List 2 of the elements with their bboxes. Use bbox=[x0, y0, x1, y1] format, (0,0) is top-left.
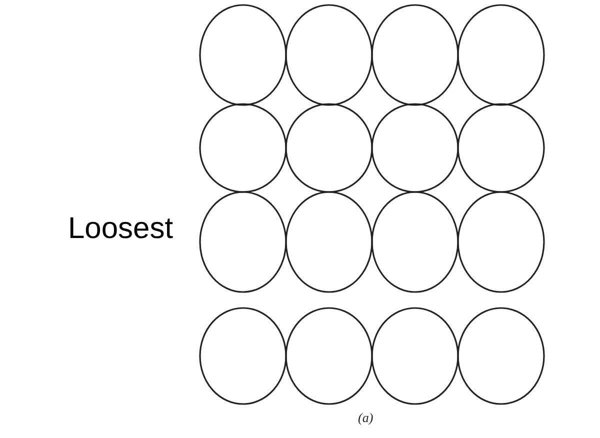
figure-caption: (a) bbox=[358, 410, 374, 426]
side-label: Loosest bbox=[68, 212, 174, 246]
